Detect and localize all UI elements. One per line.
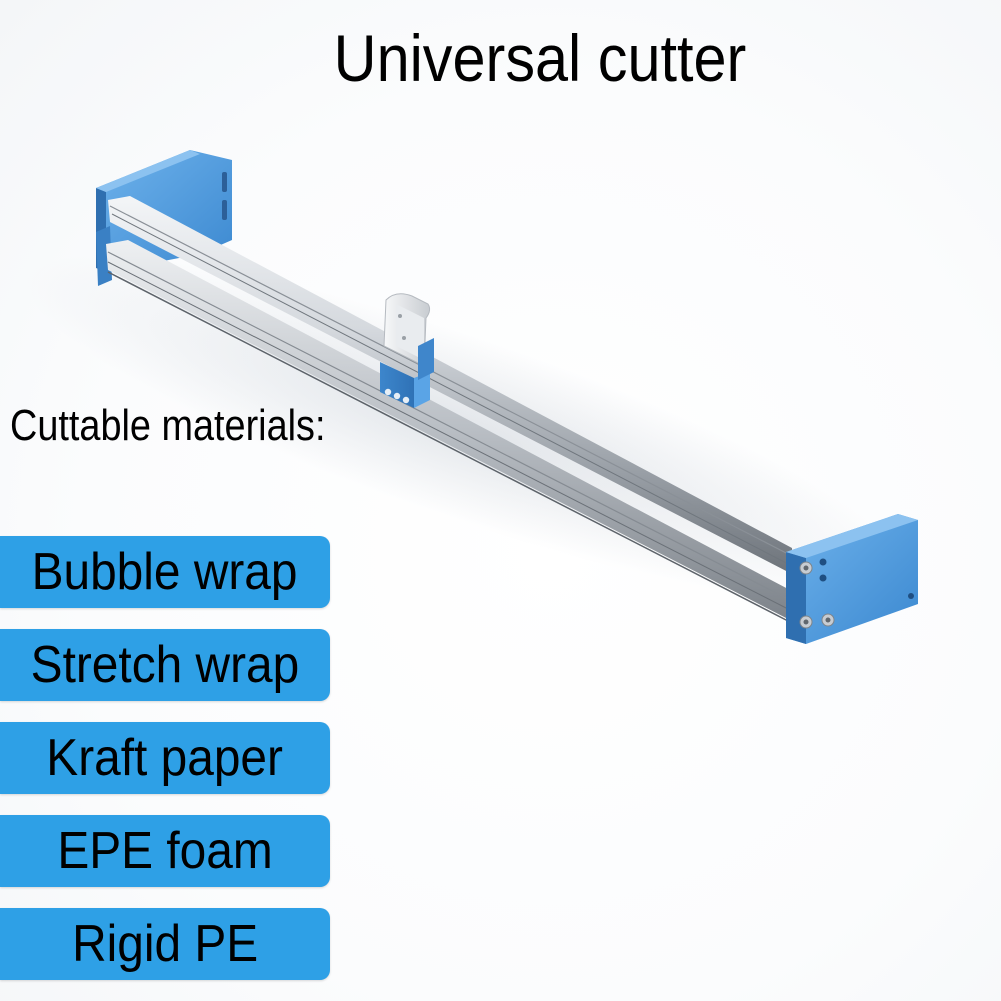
material-label: Kraft paper: [46, 729, 284, 787]
material-label: Stretch wrap: [30, 636, 300, 694]
material-label: Bubble wrap: [32, 543, 298, 601]
right-end-bracket: [786, 514, 918, 644]
material-label: EPE foam: [57, 822, 273, 880]
material-badge-stretch-wrap: Stretch wrap: [0, 629, 330, 701]
materials-list: Bubble wrap Stretch wrap Kraft paper EPE…: [0, 536, 330, 1001]
material-badge-rigid-pe: Rigid PE: [0, 908, 330, 980]
cutter-slider: [380, 293, 434, 408]
aluminum-rails: [106, 196, 793, 623]
material-badge-epe-foam: EPE foam: [0, 815, 330, 887]
page-title: Universal cutter: [333, 21, 747, 95]
material-badge-bubble-wrap: Bubble wrap: [0, 536, 330, 608]
materials-heading: Cuttable materials:: [10, 401, 326, 450]
material-badge-kraft-paper: Kraft paper: [0, 722, 330, 794]
material-label: Rigid PE: [71, 915, 259, 973]
